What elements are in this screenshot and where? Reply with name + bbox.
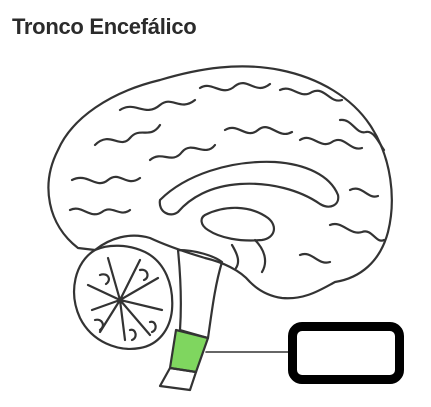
corpus-callosum	[160, 162, 338, 215]
brainstem-outline	[178, 250, 222, 338]
answer-label-box[interactable]	[288, 322, 404, 384]
spinal-cord	[160, 368, 196, 390]
medulla-highlight	[170, 330, 208, 372]
